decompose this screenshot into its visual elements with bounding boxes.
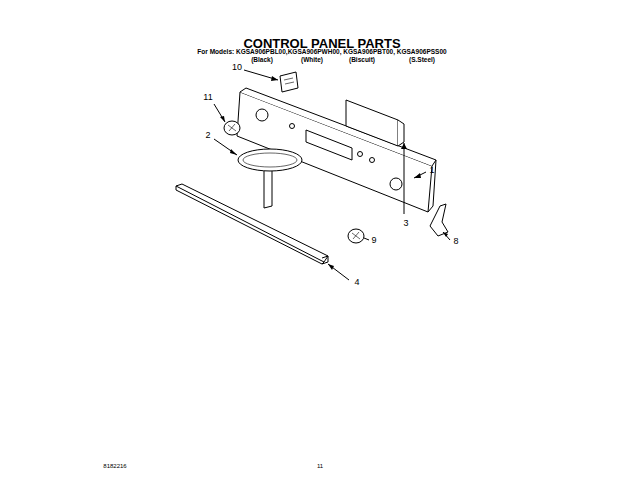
callout-number: 10: [232, 63, 242, 72]
callout-number: 1: [429, 166, 434, 175]
model-color: (Biscuit): [349, 57, 375, 64]
model-color: (White): [301, 57, 323, 64]
drawing-number: 8182216: [103, 463, 126, 469]
callout-number: 3: [403, 219, 408, 228]
callout-number: 9: [371, 236, 376, 245]
model-list: For Models: KGSA906PBL00,KGSA906PWH00, K…: [197, 49, 446, 56]
callout-number: 2: [205, 131, 210, 140]
page-number: 11: [317, 463, 323, 469]
callout-number: 11: [203, 93, 212, 102]
callout-number: 4: [354, 278, 359, 287]
callout-number: 8: [453, 237, 458, 246]
model-color: (Black): [251, 57, 273, 64]
model-color: (S.Steel): [409, 57, 435, 64]
